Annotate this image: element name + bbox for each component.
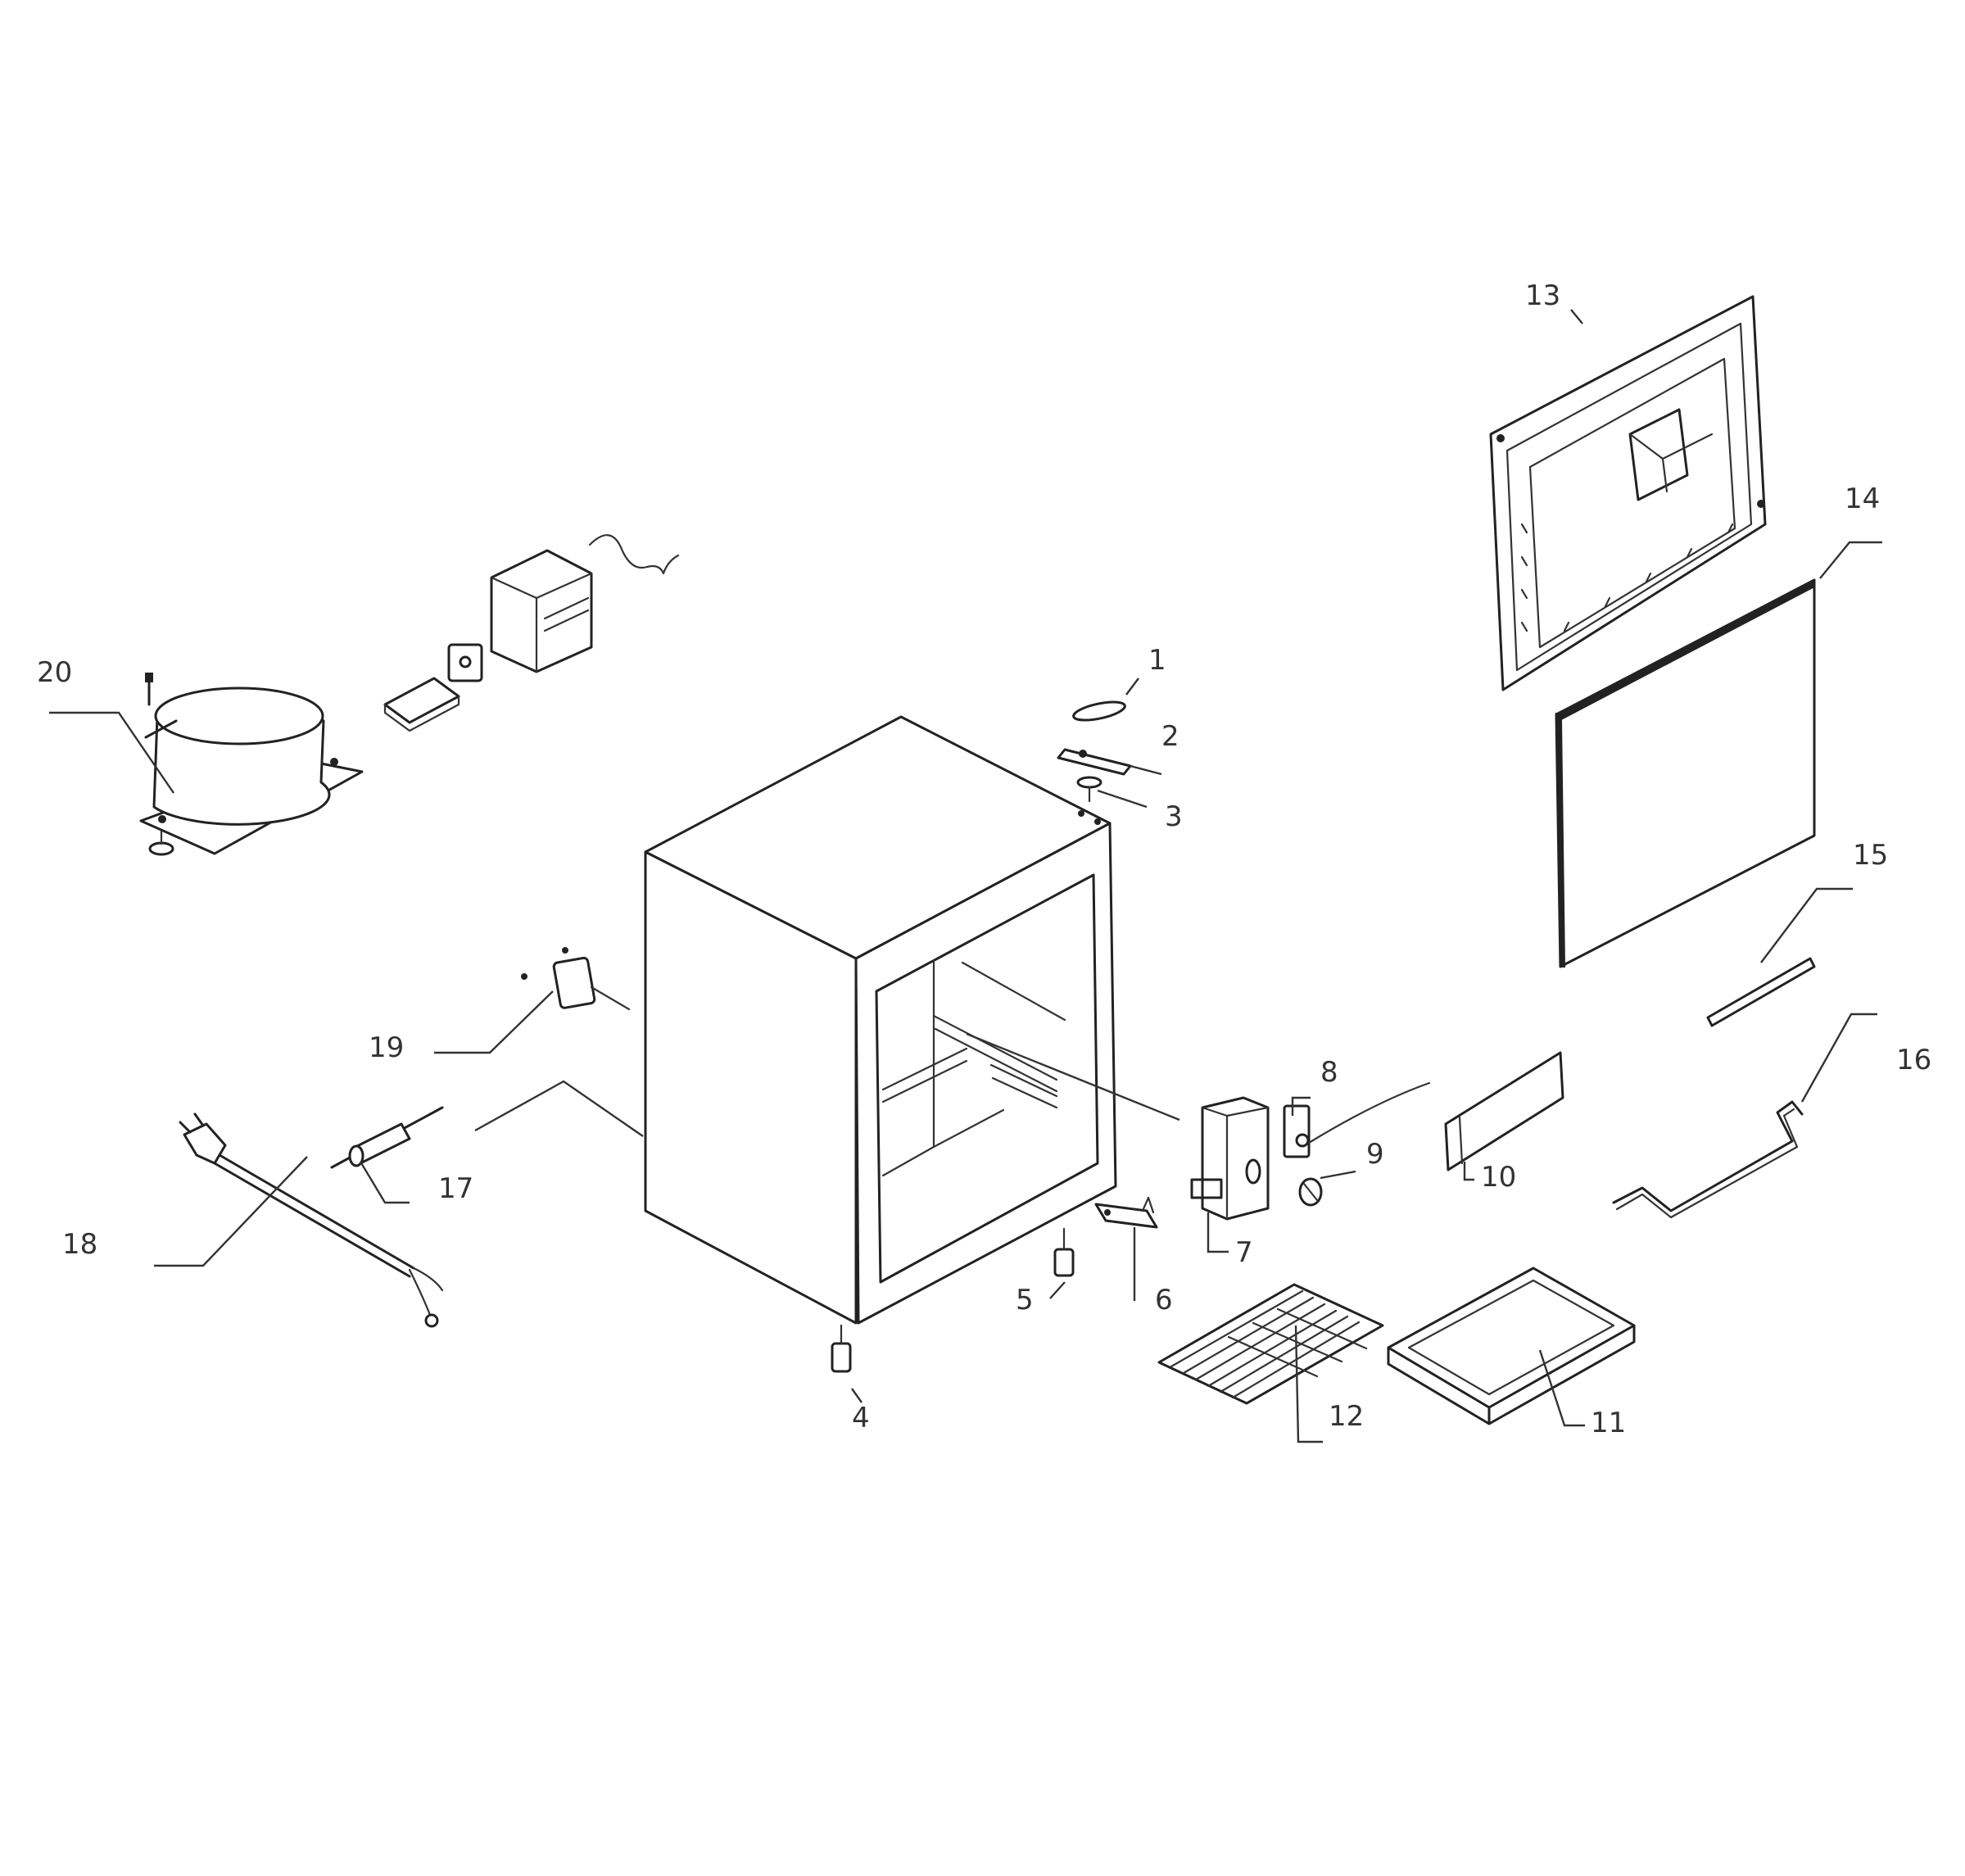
compressor xyxy=(139,673,364,855)
callout-12: 12 xyxy=(1329,1400,1364,1433)
rear-leveling-foot xyxy=(1053,1227,1075,1277)
hinge-pin xyxy=(1076,776,1102,803)
callout-15: 15 xyxy=(1853,839,1888,872)
wire-shelf xyxy=(1157,1283,1384,1405)
callout-16: 16 xyxy=(1896,1044,1931,1076)
callout-7: 7 xyxy=(1235,1236,1253,1269)
callout-4: 4 xyxy=(852,1402,870,1434)
callout-1: 1 xyxy=(1148,644,1166,677)
callout-17: 17 xyxy=(438,1172,473,1205)
callout-labels: 1 2 3 4 5 6 7 8 9 10 11 12 13 14 15 16 1… xyxy=(37,279,1931,1439)
callout-5: 5 xyxy=(1016,1284,1034,1316)
power-cord xyxy=(179,1112,444,1328)
callout-11: 11 xyxy=(1591,1407,1626,1439)
top-hinge-cover xyxy=(1072,700,1126,722)
callout-13: 13 xyxy=(1525,279,1560,312)
callout-2: 2 xyxy=(1161,720,1179,753)
door-inner-liner xyxy=(1489,295,1767,691)
thermostat-knob xyxy=(1298,1177,1323,1207)
overload-protector xyxy=(447,643,483,682)
compressor-foot xyxy=(148,830,174,856)
front-panel-strip xyxy=(1444,1051,1564,1171)
compressor-wire xyxy=(588,534,680,575)
callout-14: 14 xyxy=(1845,483,1880,515)
thermostat-bracket xyxy=(1283,1081,1431,1158)
terminal-cover xyxy=(490,549,593,673)
filter-drier xyxy=(330,1106,444,1169)
callout-20: 20 xyxy=(37,656,72,689)
compressor-relay xyxy=(383,677,460,732)
callout-18: 18 xyxy=(62,1228,97,1261)
callout-8: 8 xyxy=(1320,1056,1338,1089)
door-panel xyxy=(1555,578,1816,968)
bottom-hinge xyxy=(1094,1196,1158,1229)
callout-19: 19 xyxy=(369,1031,404,1064)
drip-tray xyxy=(1387,1267,1636,1425)
handle-bar xyxy=(1706,957,1816,1027)
lamp-bracket xyxy=(521,947,631,1011)
callout-10: 10 xyxy=(1481,1161,1516,1194)
cabinet-body xyxy=(644,715,1117,1325)
callout-3: 3 xyxy=(1165,800,1183,833)
callout-9: 9 xyxy=(1366,1138,1384,1171)
callout-6: 6 xyxy=(1155,1284,1173,1316)
front-leveling-foot xyxy=(831,1324,852,1373)
thermostat-box xyxy=(1190,1096,1270,1221)
wire-bracket xyxy=(1612,1100,1804,1219)
top-hinge-plate xyxy=(1057,748,1132,776)
leader-lines xyxy=(49,309,1882,1443)
